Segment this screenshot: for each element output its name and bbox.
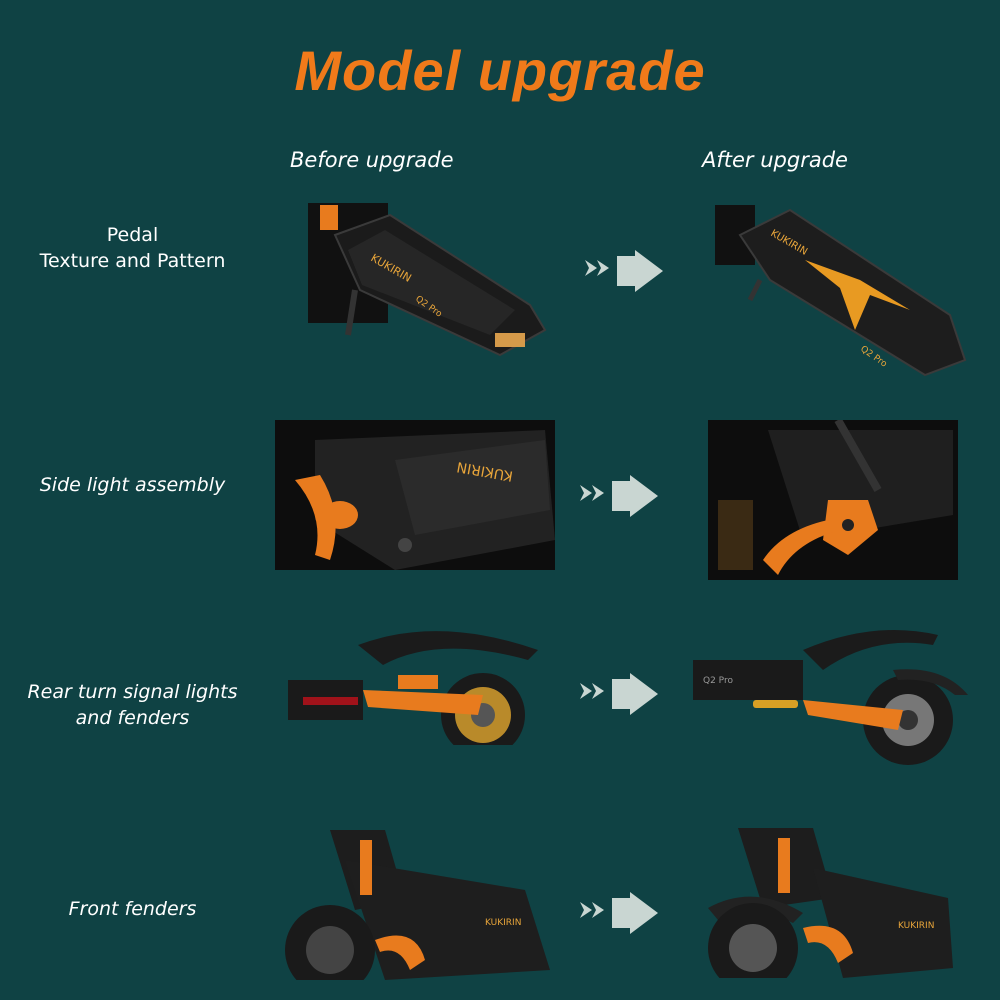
page-title: Model upgrade bbox=[294, 39, 706, 102]
pedal-after-image: KUKIRIN Q2 Pro bbox=[715, 205, 967, 377]
row-label-front-fenders: Front fenders bbox=[20, 896, 245, 922]
row-label-line: Front fenders bbox=[68, 898, 197, 920]
row-label-rear-turn-signal: Rear turn signal lights and fenders bbox=[15, 679, 250, 731]
row-label-line: and fenders bbox=[75, 707, 190, 729]
upgrade-arrow-icon bbox=[580, 892, 658, 934]
row-label-line: Texture and Pattern bbox=[39, 250, 226, 272]
row-label-pedal: Pedal Texture and Pattern bbox=[20, 222, 245, 274]
column-header-before: Before upgrade bbox=[290, 148, 454, 172]
front-fender-before-image: KUKIRIN bbox=[285, 830, 550, 980]
row-label-line: Side light assembly bbox=[39, 474, 226, 496]
side-light-before-image: KUKIRIN bbox=[275, 420, 555, 570]
front-fender-after-image: KUKIRIN bbox=[708, 828, 953, 978]
brand-logo: KUKIRIN bbox=[485, 918, 521, 928]
rear-before-image bbox=[288, 631, 538, 745]
brand-logo: KUKIRIN bbox=[898, 921, 934, 931]
upgrade-arrow-icon bbox=[580, 673, 658, 715]
column-header-after: After upgrade bbox=[702, 148, 848, 172]
upgrade-arrow-icon bbox=[585, 250, 663, 292]
row-label-side-light: Side light assembly bbox=[20, 472, 245, 498]
row-label-line: Pedal bbox=[106, 224, 159, 246]
rear-after-image: Q2 Pro bbox=[693, 630, 968, 765]
model-label: Q2 Pro bbox=[703, 676, 733, 686]
upgrade-arrow-icon bbox=[580, 475, 658, 517]
row-label-line: Rear turn signal lights bbox=[27, 681, 238, 703]
pedal-before-image: KUKIRIN Q2 Pro bbox=[308, 203, 547, 357]
side-light-after-image bbox=[708, 420, 958, 580]
